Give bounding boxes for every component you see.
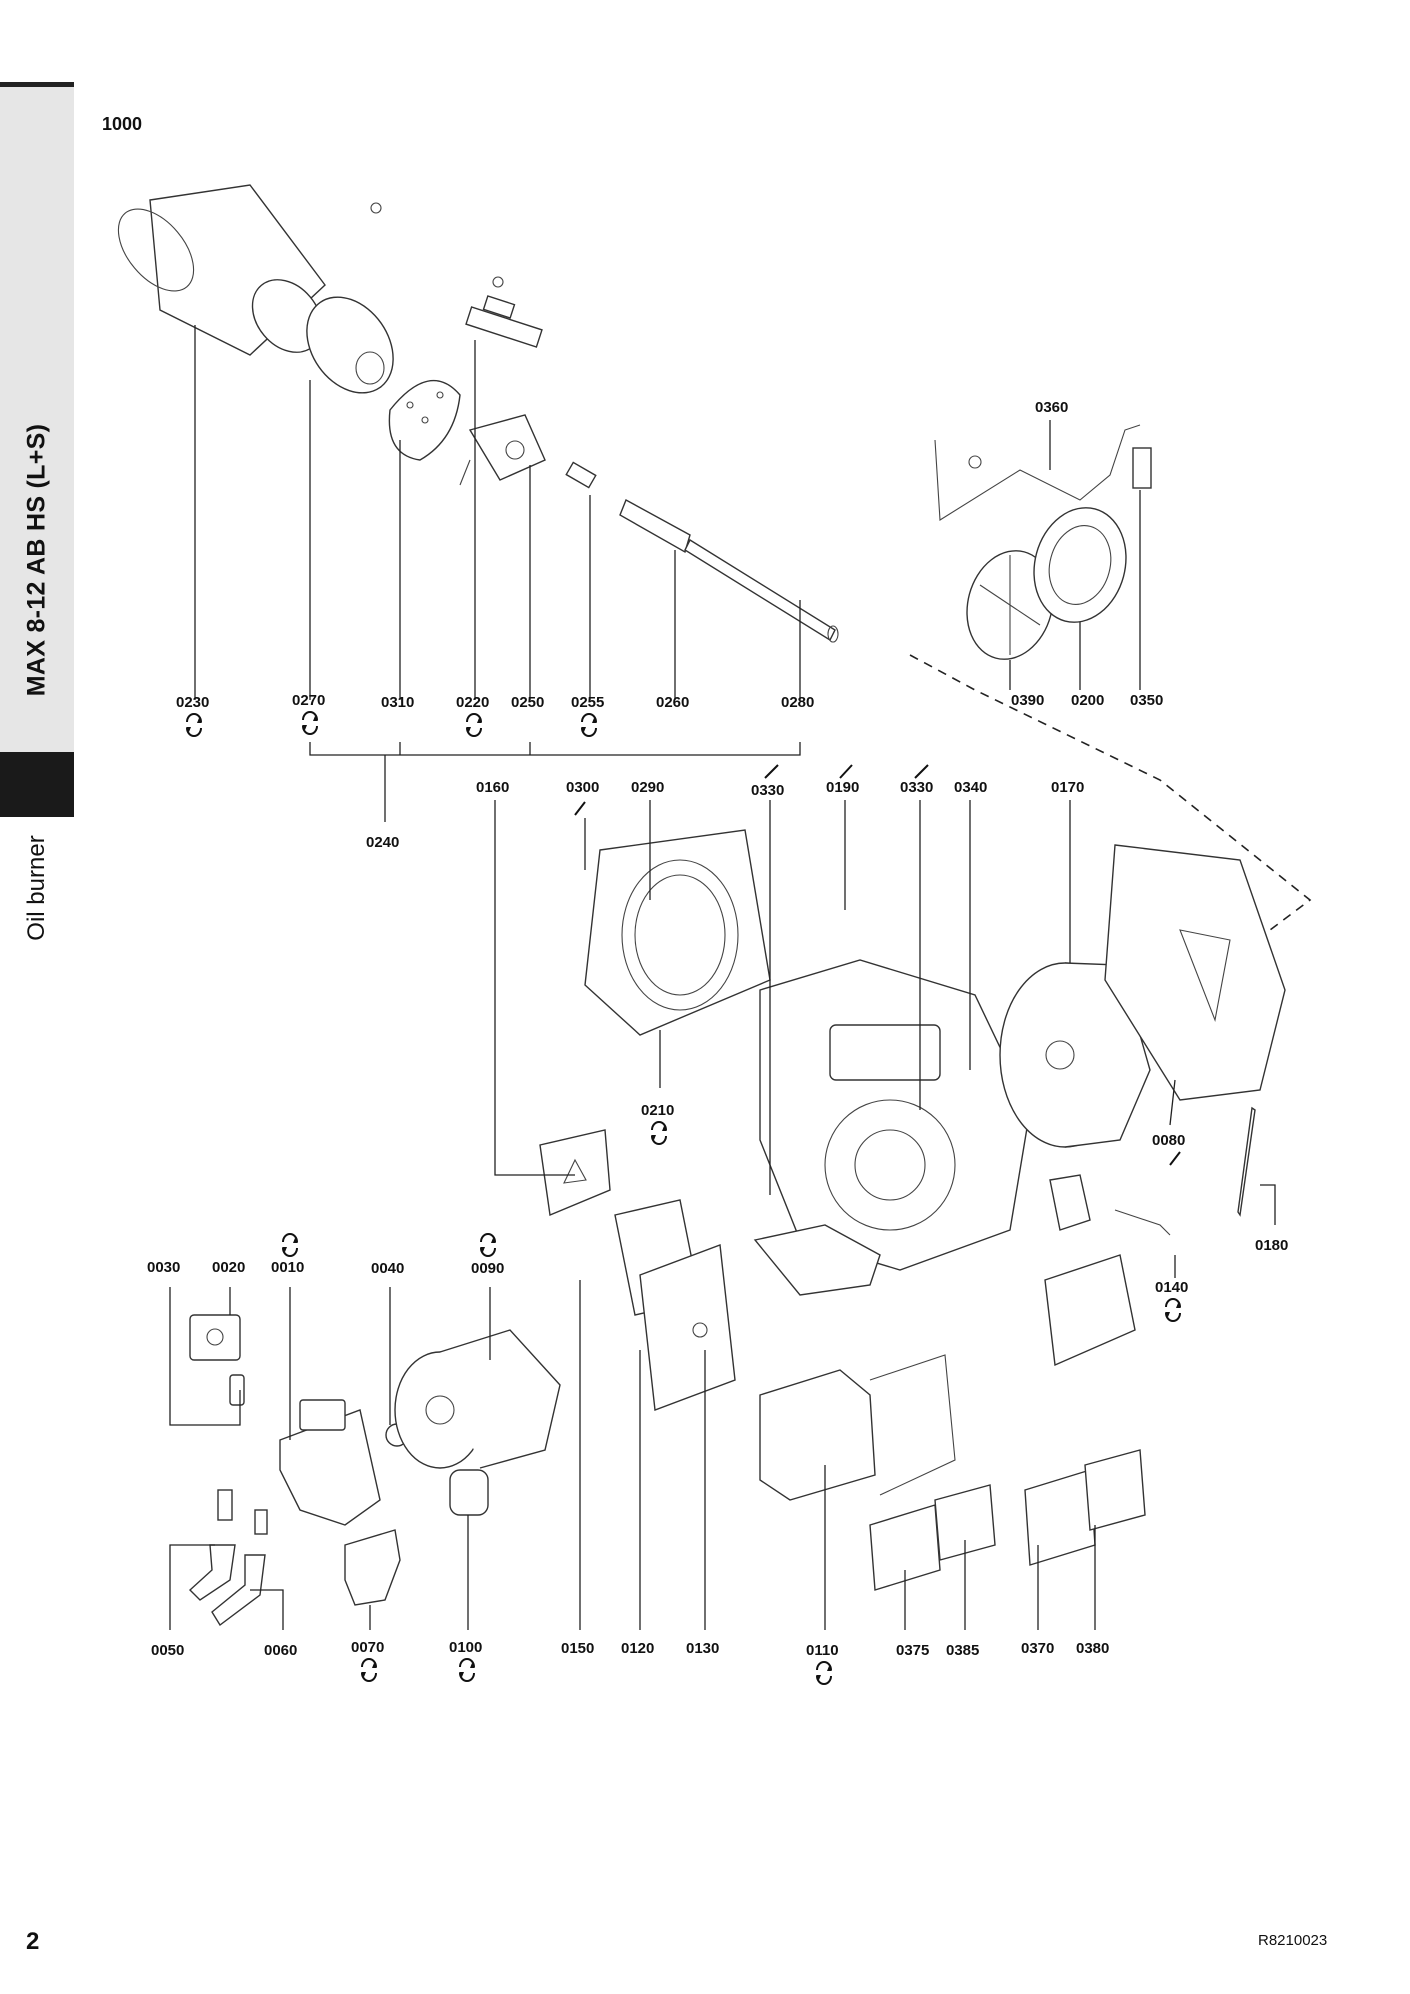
callout-0060[interactable]: 0060 (264, 1642, 297, 1659)
service-symbol-0110 (816, 1661, 832, 1685)
baffle-disc[interactable] (289, 202, 411, 409)
callout-0100[interactable]: 0100 (449, 1639, 482, 1656)
callout-0140[interactable]: 0140 (1155, 1279, 1188, 1296)
warning-sticker[interactable] (539, 1129, 611, 1216)
assembly-dashed-line (909, 654, 1312, 931)
callout-0040[interactable]: 0040 (371, 1260, 404, 1277)
callout-0120[interactable]: 0120 (621, 1640, 654, 1657)
service-symbol-0100 (459, 1658, 475, 1682)
callout-0230[interactable]: 0230 (176, 694, 209, 711)
leader-lines (169, 325, 1276, 1630)
ignition-cable[interactable] (1114, 1209, 1171, 1236)
solenoid-stem[interactable] (229, 1374, 245, 1406)
air-inlet-cover[interactable] (1104, 844, 1286, 1101)
air-disc-plate[interactable] (955, 541, 1065, 669)
callout-0200[interactable]: 0200 (1071, 692, 1104, 709)
callout-0220[interactable]: 0220 (456, 694, 489, 711)
solenoid-coil[interactable] (189, 1314, 241, 1361)
callout-0350[interactable]: 0350 (1130, 692, 1163, 709)
nozzle[interactable] (565, 461, 597, 489)
electrode-assembly[interactable] (465, 276, 543, 348)
nozzle-holder[interactable] (459, 414, 546, 486)
hose-nipple[interactable] (217, 1489, 268, 1535)
callout-0375[interactable]: 0375 (896, 1642, 929, 1659)
air-intake-plate[interactable] (1022, 497, 1139, 632)
diffuser-plate[interactable] (388, 379, 461, 461)
sidebar-black-tab (0, 752, 74, 817)
callout-0080[interactable]: 0080 (1152, 1132, 1185, 1149)
oil-hose-elbow[interactable] (188, 1544, 266, 1627)
callout-0160[interactable]: 0160 (476, 779, 509, 796)
callout-labels: 0230 0270 0310 0220 0250 0255 0260 0280 … (147, 399, 1288, 1685)
callout-0270[interactable]: 0270 (292, 692, 325, 709)
relay-unit[interactable] (759, 1369, 876, 1501)
callout-0110[interactable]: 0110 (806, 1642, 839, 1659)
callout-0180[interactable]: 0180 (1255, 1237, 1288, 1254)
diagram-id: 1000 (102, 114, 143, 134)
oil-line-tube[interactable] (619, 499, 839, 643)
service-symbol-0220 (466, 713, 482, 737)
callout-0090[interactable]: 0090 (471, 1260, 504, 1277)
sidebar-top-rule (0, 82, 74, 87)
callout-0210[interactable]: 0210 (641, 1102, 674, 1119)
plug-module-a[interactable] (869, 1484, 996, 1591)
service-symbol-0270 (302, 711, 318, 735)
plug-module-b[interactable] (1024, 1449, 1146, 1566)
callout-0300[interactable]: 0300 (566, 779, 599, 796)
callout-0330-a[interactable]: 0330 (751, 782, 784, 799)
service-symbol-0090 (480, 1233, 496, 1257)
doc-reference: R8210023 (1258, 1932, 1328, 1949)
service-symbol-0230 (186, 713, 202, 737)
callout-0280[interactable]: 0280 (781, 694, 814, 711)
cover-plate[interactable] (1044, 1174, 1136, 1367)
burner-tube[interactable] (104, 184, 336, 366)
callout-0150[interactable]: 0150 (561, 1640, 594, 1657)
callout-0170[interactable]: 0170 (1051, 779, 1084, 796)
callout-0385[interactable]: 0385 (946, 1642, 979, 1659)
callout-0030[interactable]: 0030 (147, 1259, 180, 1276)
callout-0310[interactable]: 0310 (381, 694, 414, 711)
service-symbol-0010 (282, 1233, 298, 1257)
service-symbol-0070 (361, 1658, 377, 1682)
oil-pump[interactable] (279, 1399, 381, 1526)
callout-0050[interactable]: 0050 (151, 1642, 184, 1659)
callout-0370[interactable]: 0370 (1021, 1640, 1054, 1657)
callout-0070[interactable]: 0070 (351, 1639, 384, 1656)
service-symbol-0140 (1165, 1298, 1181, 1322)
callout-0380[interactable]: 0380 (1076, 1640, 1109, 1657)
burner-motor[interactable] (394, 1329, 561, 1469)
callout-0250[interactable]: 0250 (511, 694, 544, 711)
photocell-bracket[interactable] (934, 424, 1152, 521)
callout-0340[interactable]: 0340 (954, 779, 987, 796)
callout-0240[interactable]: 0240 (366, 834, 399, 851)
burner-housing[interactable] (759, 959, 1031, 1271)
service-symbol-0255 (581, 713, 597, 737)
callout-0130[interactable]: 0130 (686, 1640, 719, 1657)
control-box[interactable] (639, 1244, 736, 1411)
callout-0330-b[interactable]: 0330 (900, 779, 933, 796)
callout-0255[interactable]: 0255 (571, 694, 604, 711)
tool-tick-marks (574, 764, 1181, 1166)
burner-flange[interactable] (584, 829, 771, 1036)
service-symbol-0210 (651, 1121, 667, 1145)
callout-0190[interactable]: 0190 (826, 779, 859, 796)
mounting-bracket[interactable] (753, 1224, 881, 1296)
callout-0360[interactable]: 0360 (1035, 399, 1068, 416)
sight-glass[interactable] (1237, 1106, 1256, 1217)
callout-0290[interactable]: 0290 (631, 779, 664, 796)
callout-0260[interactable]: 0260 (656, 694, 689, 711)
callout-0390[interactable]: 0390 (1011, 692, 1044, 709)
callout-0010[interactable]: 0010 (271, 1259, 304, 1276)
terminal-plate[interactable] (869, 1354, 956, 1496)
sidebar-band (0, 82, 74, 817)
page-number: 2 (26, 1928, 40, 1955)
capacitor[interactable] (449, 1469, 489, 1516)
callout-0020[interactable]: 0020 (212, 1259, 245, 1276)
oil-filter[interactable] (344, 1529, 401, 1606)
